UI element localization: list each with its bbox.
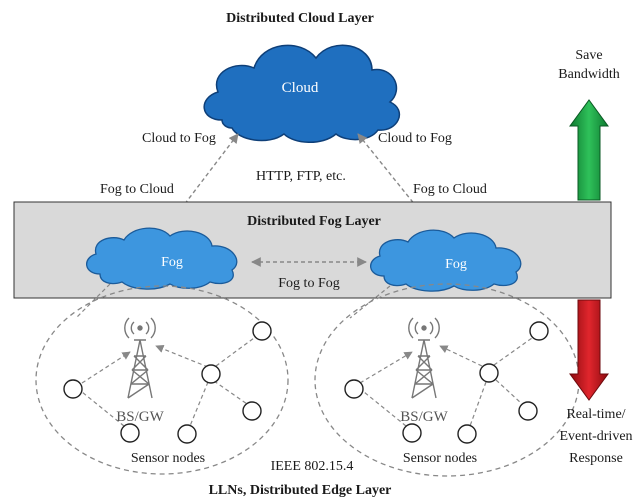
sensor-node <box>120 423 140 443</box>
left-fog-edge-link <box>75 283 111 319</box>
response-label-line3: Response <box>569 451 623 466</box>
right-tower-icon <box>408 317 440 399</box>
response-label-line2: Event-driven <box>559 429 632 444</box>
sensor-node <box>402 423 422 443</box>
edge-layer-title: LLNs, Distributed Edge Layer <box>209 483 392 498</box>
save-label-line1: Save <box>575 48 602 63</box>
sensor-node <box>479 363 499 383</box>
left-fog-shape <box>86 227 238 290</box>
fog-to-cloud-left: Fog to Cloud <box>100 182 174 197</box>
cloud-to-fog-left: Cloud to Fog <box>142 131 216 146</box>
left-gateway-label: BS/GW <box>116 409 164 425</box>
fog-to-fog-label: Fog to Fog <box>278 276 339 291</box>
sensor-node <box>518 401 538 421</box>
cloud-fog-left-arrow <box>167 133 239 227</box>
protocols-label: HTTP, FTP, etc. <box>256 169 346 184</box>
response-label-line1: Real-time/ <box>566 407 625 422</box>
sensor-node <box>242 401 262 421</box>
cloud-label: Cloud <box>282 80 319 96</box>
sensor-node <box>529 321 549 341</box>
left-sensor-links <box>81 337 255 427</box>
save-bandwidth-arrow <box>569 99 609 201</box>
left-edge-cluster <box>35 285 289 475</box>
cloud-to-fog-right: Cloud to Fog <box>378 131 452 146</box>
cloud-layer-title: Distributed Cloud Layer <box>226 11 374 26</box>
real-time-response-arrow <box>569 299 609 401</box>
right-sensors-label: Sensor nodes <box>403 451 477 466</box>
sensor-node <box>63 379 83 399</box>
right-fog-edge-link <box>349 285 391 319</box>
fog-layer-title: Distributed Fog Layer <box>247 214 381 229</box>
right-sensor-nodes <box>344 321 549 444</box>
right-gateway-label: BS/GW <box>400 409 448 425</box>
save-label-line2: Bandwidth <box>558 67 619 82</box>
right-fog-label: Fog <box>445 257 467 272</box>
right-fog-shape <box>370 229 522 292</box>
sensor-node <box>457 424 477 444</box>
fog-to-cloud-right: Fog to Cloud <box>413 182 487 197</box>
left-sensor-nodes <box>63 321 272 444</box>
sensor-node <box>177 424 197 444</box>
left-sensors-label: Sensor nodes <box>131 451 205 466</box>
sensor-node <box>252 321 272 341</box>
left-fog-label: Fog <box>161 255 183 270</box>
left-tower-icon <box>124 317 156 399</box>
right-sensor-links <box>359 337 533 427</box>
sensor-node <box>344 379 364 399</box>
sensor-node <box>201 364 221 384</box>
ieee-standard-label: IEEE 802.15.4 <box>271 459 354 474</box>
cloud-shape <box>203 44 401 143</box>
